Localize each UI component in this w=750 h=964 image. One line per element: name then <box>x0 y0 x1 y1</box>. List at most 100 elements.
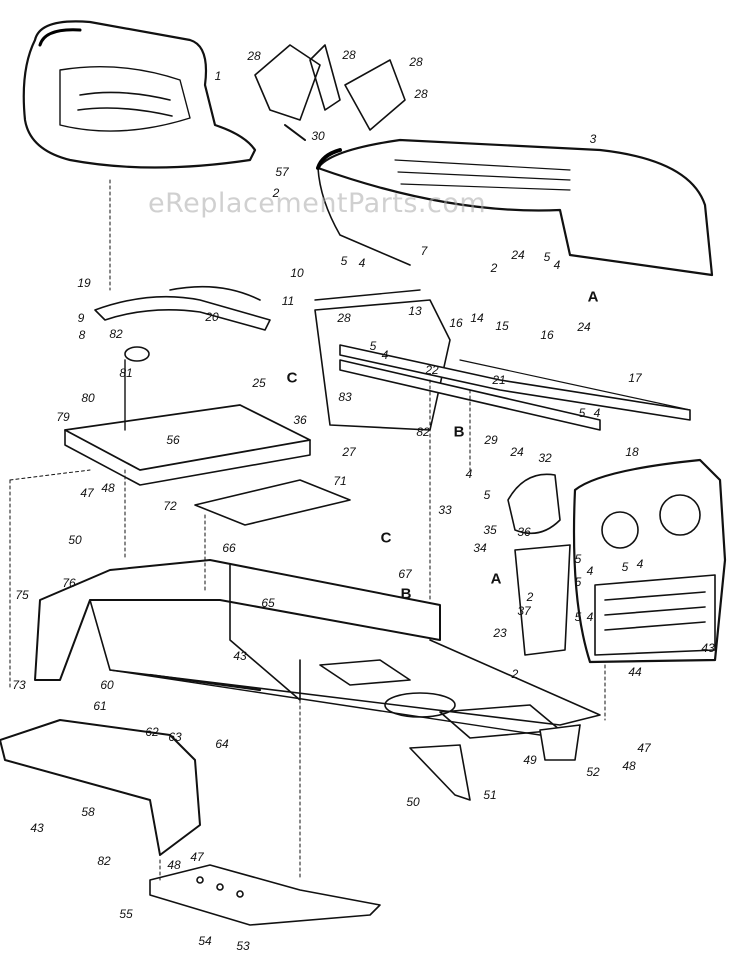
part-callout: 29 <box>484 433 498 447</box>
part-callout: 28 <box>342 48 356 62</box>
part-callout: 15 <box>495 319 509 333</box>
part-callout: 5 <box>543 250 551 264</box>
part-callout: 30 <box>311 129 325 143</box>
footrest-part <box>149 864 381 926</box>
floor-plate-part <box>194 479 351 526</box>
part-callout: 28 <box>337 311 351 325</box>
part-callout: 63 <box>168 730 182 744</box>
part-callout: 24 <box>577 320 591 334</box>
part-callout: 54 <box>198 934 212 948</box>
part-callout: 27 <box>342 445 356 459</box>
part-callout: 36 <box>293 413 307 427</box>
part-callout: 4 <box>593 406 601 420</box>
part-callout: 50 <box>68 533 82 547</box>
part-callout: 19 <box>77 276 91 290</box>
part-callout: 43 <box>701 641 715 655</box>
part-callout: 49 <box>523 753 537 767</box>
part-callout: 37 <box>517 604 531 618</box>
part-callout: 43 <box>30 821 44 835</box>
rear-fender-part <box>0 719 201 856</box>
part-callout: 76 <box>62 576 76 590</box>
reference-letter: C <box>380 529 392 547</box>
part-callout: 18 <box>625 445 639 459</box>
axle-rod-part <box>148 673 262 692</box>
part-callout: 61 <box>93 699 107 713</box>
part-callout: 62 <box>145 725 159 739</box>
dash-panel-part <box>314 289 691 431</box>
part-callout: 51 <box>483 788 497 802</box>
front-grille-part <box>507 458 727 664</box>
part-callout: 5 <box>369 339 377 353</box>
part-callout: 14 <box>470 311 484 325</box>
main-frame-part <box>34 559 601 801</box>
part-callout: 28 <box>409 55 423 69</box>
part-callout: 67 <box>398 567 412 581</box>
part-callout: 82 <box>109 327 123 341</box>
reference-letter: A <box>587 288 599 306</box>
part-callout: 60 <box>100 678 114 692</box>
part-callout: 35 <box>483 523 497 537</box>
part-callout: 5 <box>340 254 348 268</box>
part-callout: 4 <box>586 564 594 578</box>
part-callout: 20 <box>205 310 219 324</box>
part-callout: 72 <box>163 499 177 513</box>
side-panel-part <box>514 544 571 656</box>
long-rod-part <box>459 359 691 411</box>
part-callout: 36 <box>517 525 531 539</box>
part-callout: 2 <box>511 667 519 681</box>
part-callout: 25 <box>252 376 266 390</box>
part-callout: 17 <box>628 371 642 385</box>
part-callout: 5 <box>574 610 582 624</box>
part-callout: 34 <box>473 541 487 555</box>
part-callout: 10 <box>290 266 304 280</box>
part-callout: 66 <box>222 541 236 555</box>
part-callout: 5 <box>483 488 491 502</box>
part-callout: 53 <box>236 939 250 953</box>
part-callout: 16 <box>449 316 463 330</box>
part-callout: 9 <box>77 311 85 325</box>
part-callout: 83 <box>338 390 352 404</box>
part-callout: 2 <box>490 261 498 275</box>
part-callout: 4 <box>586 610 594 624</box>
part-callout: 75 <box>15 588 29 602</box>
part-callout: 5 <box>574 575 582 589</box>
reference-letter: C <box>286 369 298 387</box>
part-callout: 48 <box>101 481 115 495</box>
part-callout: 56 <box>166 433 180 447</box>
part-callout: 4 <box>553 258 561 272</box>
part-callout: 55 <box>119 907 133 921</box>
part-callout: 21 <box>492 373 506 387</box>
part-callout: 2 <box>272 186 280 200</box>
part-callout: 47 <box>190 850 204 864</box>
part-callout: 4 <box>636 557 644 571</box>
part-callout: 4 <box>465 467 473 481</box>
part-callout: 5 <box>578 406 586 420</box>
part-callout: 7 <box>420 244 428 258</box>
watermark: eReplacementParts.com <box>148 188 487 219</box>
seat-part <box>22 20 257 169</box>
part-callout: 28 <box>414 87 428 101</box>
battery-plate-part <box>64 346 311 486</box>
part-callout: 8 <box>78 328 86 342</box>
part-callout: 24 <box>511 248 525 262</box>
part-callout: 28 <box>247 49 261 63</box>
part-callout: 43 <box>233 649 247 663</box>
part-callout: 50 <box>406 795 420 809</box>
reference-letter: A <box>490 570 502 588</box>
part-callout: 58 <box>81 805 95 819</box>
part-callout: 23 <box>493 626 507 640</box>
bracket-parts <box>254 44 406 141</box>
part-callout: 73 <box>12 678 26 692</box>
reference-letter: B <box>453 423 465 441</box>
part-callout: 33 <box>438 503 452 517</box>
part-callout: 32 <box>538 451 552 465</box>
part-callout: 71 <box>333 474 347 488</box>
part-callout: 47 <box>80 486 94 500</box>
part-callout: 16 <box>540 328 554 342</box>
leader-lines <box>9 179 606 881</box>
hood-part <box>316 138 714 277</box>
part-callout: 11 <box>281 294 295 308</box>
seat-support-part <box>94 285 271 331</box>
part-callout: 80 <box>81 391 95 405</box>
